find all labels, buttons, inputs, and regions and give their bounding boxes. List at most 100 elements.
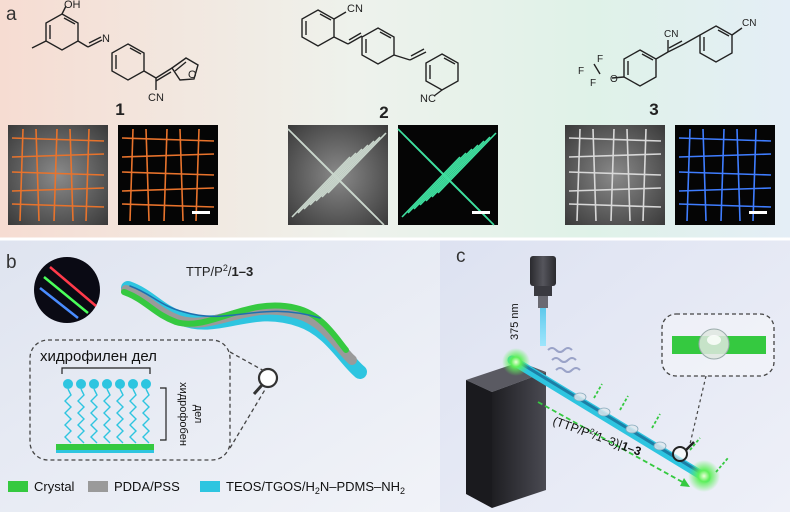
crystal-micrographs — [8, 125, 775, 226]
magnifier-icon — [252, 367, 279, 395]
guide-arrowhead — [680, 478, 690, 487]
m3-o: O — [610, 74, 618, 85]
m1-oh: OH — [64, 0, 81, 11]
panel-b-label: b — [6, 252, 17, 273]
brush-head — [63, 379, 73, 389]
micrograph-2-luminescent-diag-crystal — [413, 148, 473, 210]
micrograph-2-bright-diag-crystal — [327, 132, 387, 194]
legend-label-crystal: Crystal — [34, 479, 75, 494]
molecule-1-labels: OH N O CN — [64, 0, 197, 104]
micrograph-3-bright-v-crystal — [642, 128, 647, 222]
fiber-droplets — [573, 392, 667, 451]
micrograph-3-bright-v-crystal — [576, 128, 581, 222]
magnifier-c-icon — [672, 441, 695, 462]
polymer-brush — [63, 379, 151, 444]
legend-swatch-teos — [200, 481, 220, 492]
layered-ribbon — [121, 281, 367, 379]
droplet — [597, 407, 611, 417]
micrograph-3-luminescent — [675, 125, 775, 225]
micrograph-1-luminescent-scale-bar — [192, 211, 210, 214]
substrate-green — [56, 444, 154, 450]
brush-chain — [64, 388, 72, 444]
micrograph-3-bright — [565, 125, 665, 225]
micrograph-2-luminescent-diag-crystal — [425, 140, 485, 202]
wavelength-label: 375 nm — [509, 303, 521, 340]
molecule-2-structure — [301, 9, 459, 97]
legend-swatch-pdda — [88, 481, 108, 492]
legend-label-pdda: PDDA/PSS — [114, 479, 180, 494]
micrograph-2-bright-diag-crystal — [291, 156, 351, 218]
substrate-cyan — [56, 450, 154, 453]
m3-f2: F — [578, 66, 584, 77]
brush-head — [128, 379, 138, 389]
micrograph-1-bright-v-crystal — [35, 128, 40, 222]
droplet — [653, 441, 667, 451]
blue-fiber — [39, 287, 79, 319]
zoom-box-c — [661, 313, 775, 445]
molecule-2-labels: CN NC — [347, 3, 436, 105]
micrograph-2-luminescent-diag-crystal — [433, 164, 495, 226]
hydrophilic-label: хидрофилен дел — [40, 348, 157, 365]
m1-n: N — [102, 33, 110, 45]
micrograph-1-luminescent-v-crystal — [129, 128, 134, 222]
molecule-3-number: 3 — [649, 100, 658, 119]
brush-head — [76, 379, 86, 389]
glow-end — [688, 460, 720, 492]
molecule-1-structure — [31, 5, 199, 90]
micrograph-2-bright-diag-crystal — [315, 140, 375, 202]
micrograph-3-luminescent-v-crystal — [686, 128, 691, 222]
droplet — [625, 424, 639, 434]
molecule-3-structure — [593, 25, 743, 87]
micrograph-2-luminescent — [397, 125, 498, 226]
green-fiber — [43, 276, 89, 314]
micrograph-1-bright-v-crystal — [19, 128, 24, 222]
molecule-1-number: 1 — [115, 100, 124, 119]
micrograph-2-luminescent-scale-bar — [472, 211, 490, 214]
brush-chain — [103, 388, 111, 444]
red-fiber — [49, 266, 97, 307]
micrograph-3-luminescent-h-crystal — [678, 187, 772, 192]
brush-head — [89, 379, 99, 389]
zoom-box — [29, 339, 267, 461]
m1-cn: CN — [148, 92, 164, 104]
micrograph-1-luminescent-h-crystal — [121, 171, 215, 176]
uv-lamp — [530, 256, 556, 346]
brush-chain — [77, 388, 85, 444]
micrograph-2-bright-diag-crystal — [303, 148, 363, 210]
emission-arrows — [593, 383, 729, 473]
droplet — [573, 392, 587, 402]
micrograph-3-luminescent-v-crystal — [752, 128, 757, 222]
m3-f3: F — [590, 78, 596, 89]
panel-a-label: a — [6, 4, 17, 25]
micrograph-2-bright-diag-crystal — [297, 152, 357, 214]
m3-cn1: CN — [664, 29, 678, 40]
micrograph-2-luminescent-diag-crystal — [419, 144, 479, 206]
micrograph-3-luminescent-h-crystal — [678, 171, 772, 176]
micrograph-1-luminescent-v-crystal — [145, 128, 150, 222]
black-block — [466, 362, 546, 508]
micrograph-1-luminescent-h-crystal — [121, 203, 215, 208]
micrograph-1-luminescent-v-crystal — [195, 128, 200, 222]
micrograph-2-bright-diag-crystal — [323, 164, 385, 226]
brush-head — [102, 379, 112, 389]
micrograph-1-bright-h-crystal — [11, 203, 105, 208]
guide-arrow — [537, 401, 687, 485]
brush-chain — [116, 388, 124, 444]
m3-cn2: CN — [742, 18, 756, 29]
m3-f1: F — [597, 54, 603, 65]
micrograph-3-bright-v-crystal — [592, 128, 597, 222]
heat-waves-icon — [547, 347, 581, 373]
hydrophobic-label-2: дел — [192, 405, 204, 424]
micrograph-3-bright-h-crystal — [568, 203, 662, 208]
legend-label-teos: TEOS/TGOS/H2N–PDMS–NH2 — [226, 479, 405, 496]
molecule-2-number: 2 — [379, 103, 388, 122]
micrograph-2-bright-diag-crystal — [321, 136, 381, 198]
molecule-3-labels: F F F O CN CN — [578, 18, 756, 89]
brush-head — [141, 379, 151, 389]
micrograph-1-bright-h-crystal — [11, 187, 105, 192]
brush-head — [115, 379, 125, 389]
hydrophobic-bracket — [160, 387, 167, 441]
micrograph-1-bright-v-crystal — [85, 128, 90, 222]
